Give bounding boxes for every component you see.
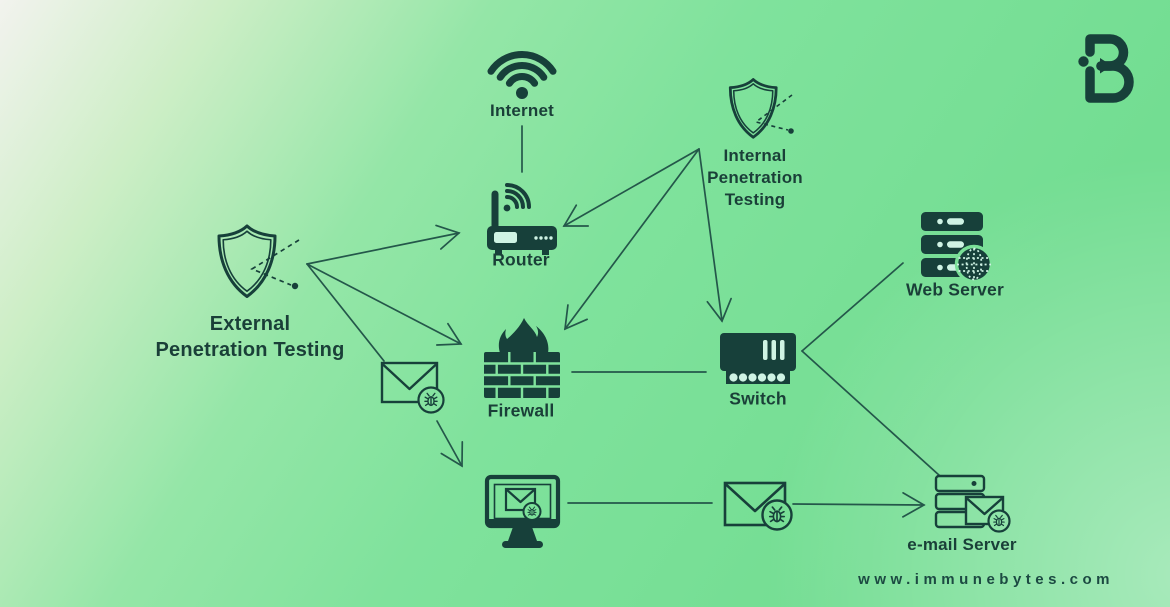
router-icon bbox=[487, 183, 557, 255]
brand-logo bbox=[1078, 34, 1134, 103]
edge-external-mail bbox=[306, 263, 385, 362]
website-url: www.immunebytes.com bbox=[858, 571, 1114, 588]
infected-email-on-screen-icon bbox=[504, 487, 542, 521]
internet-label: Internet bbox=[490, 100, 554, 120]
internal-shield-icon bbox=[728, 78, 794, 139]
infected-email-icon bbox=[723, 481, 793, 531]
connection-lines bbox=[306, 125, 941, 518]
edge-switch-emailserver bbox=[801, 350, 941, 477]
edge-internal-firewall bbox=[563, 148, 700, 331]
email-server-icon bbox=[934, 474, 1011, 533]
edge-external-firewall bbox=[306, 263, 463, 346]
infected-email-badge-icon bbox=[964, 495, 1011, 533]
edge-external-router bbox=[306, 224, 461, 265]
edge-mail-workstation bbox=[436, 420, 464, 468]
globe-icon bbox=[954, 244, 994, 284]
email-server-label: e-mail Server bbox=[907, 534, 1017, 554]
external-shield-icon bbox=[217, 224, 300, 298]
firewall-label: Firewall bbox=[487, 400, 555, 421]
wifi-icon bbox=[487, 51, 557, 99]
web-server-label: Web Server bbox=[906, 279, 1004, 300]
edge-internal-switch bbox=[698, 148, 732, 323]
router-label: Router bbox=[492, 249, 550, 270]
workstation-icon bbox=[484, 474, 561, 548]
switch-icon bbox=[720, 333, 796, 384]
edge-switch-webserver bbox=[801, 262, 904, 352]
edge-mail-emailserver bbox=[792, 491, 926, 518]
infected-email-icon bbox=[380, 361, 445, 414]
web-server-icon bbox=[921, 212, 994, 284]
edge-internal-router bbox=[562, 148, 700, 227]
switch-label: Switch bbox=[729, 388, 787, 409]
internal-pentest-label: Internal Penetration Testing bbox=[707, 145, 803, 210]
external-pentest-label: External Penetration Testing bbox=[155, 313, 345, 361]
firewall-icon bbox=[484, 318, 560, 398]
